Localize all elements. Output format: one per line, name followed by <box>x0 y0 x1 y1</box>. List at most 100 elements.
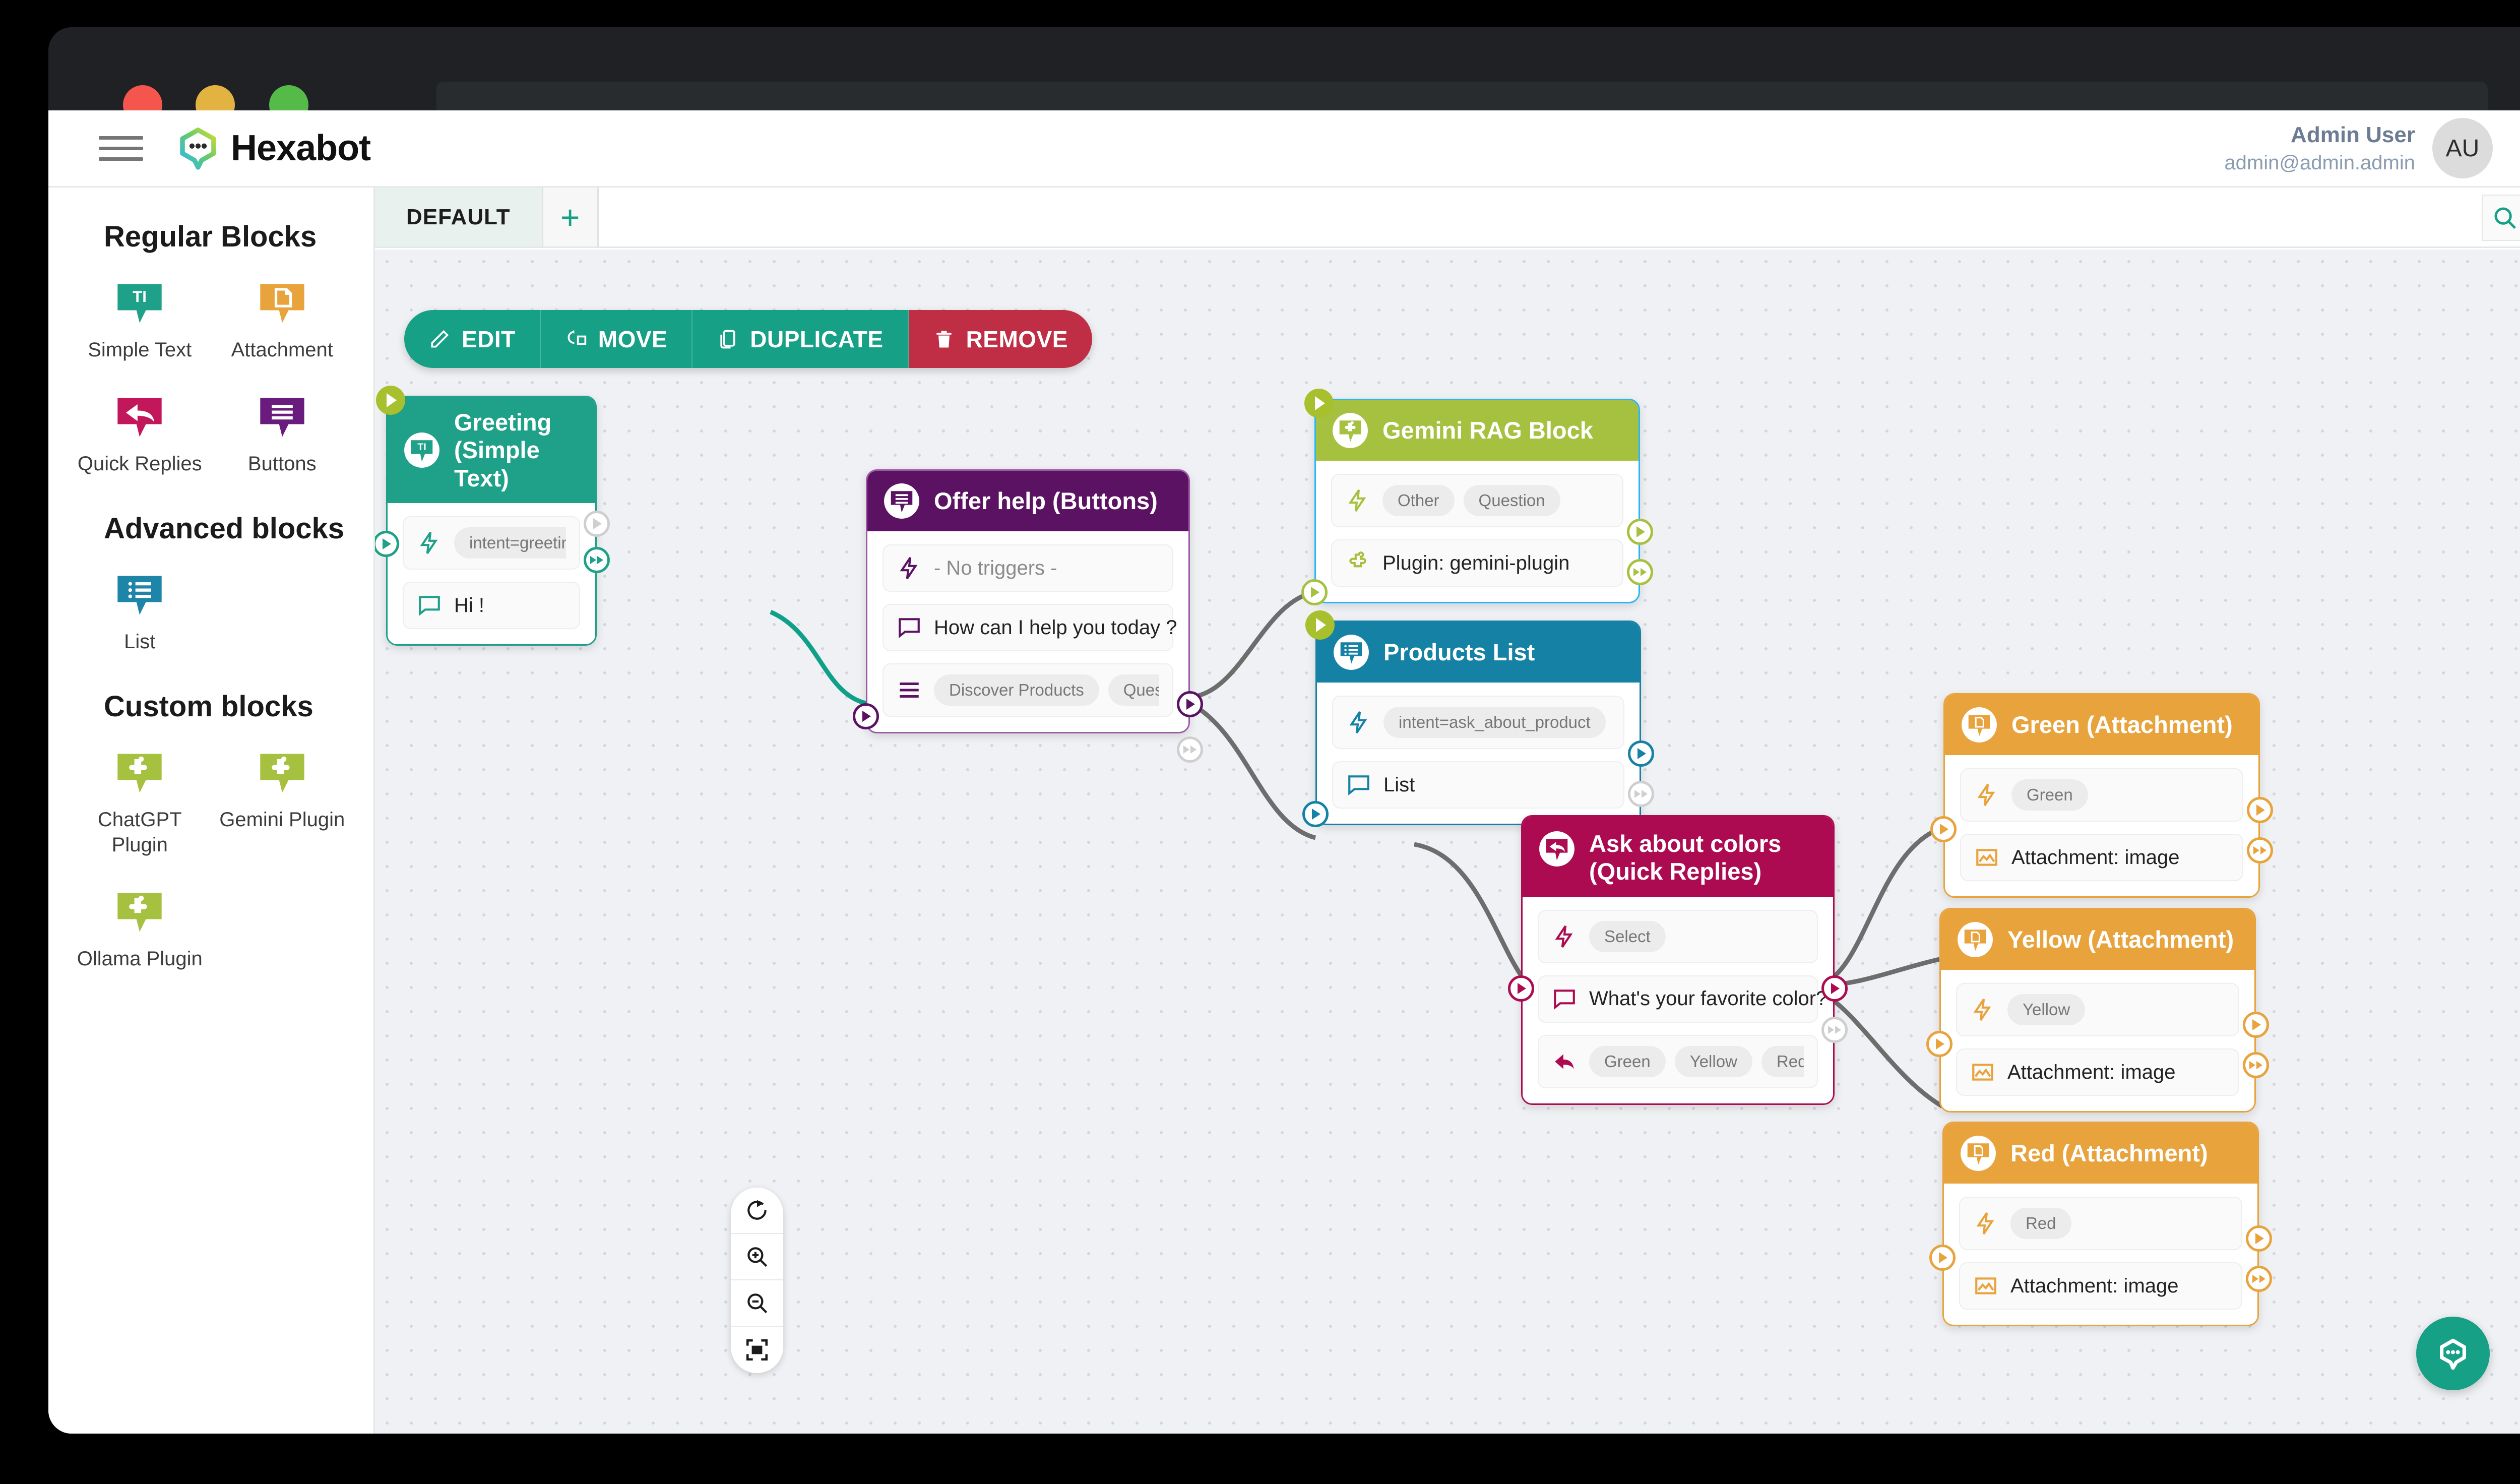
pencil-icon <box>431 330 449 347</box>
remove-button-label: REMOVE <box>966 326 1068 352</box>
message-text: List <box>1383 773 1415 796</box>
sidebar-item-label: List <box>124 631 156 653</box>
block-offer-help[interactable]: Offer help (Buttons) - No triggers - How… <box>853 469 1203 763</box>
output-port-next[interactable] <box>2243 1052 2269 1078</box>
user-email: admin@admin.admin <box>2224 151 2415 174</box>
message-row[interactable]: List <box>1332 761 1624 809</box>
sidebar-item-quick-replies[interactable]: Quick Replies <box>69 378 211 491</box>
zoom-in-icon <box>747 1247 768 1267</box>
sidebar-item-list[interactable]: List <box>69 555 211 669</box>
block-ask-about-colors[interactable]: Ask about colors (Quick Replies) Select … <box>1508 815 1848 1105</box>
buttons-row[interactable]: Discover Products Question Oth <box>883 663 1173 717</box>
reply-arrow-icon <box>1555 1054 1574 1069</box>
output-port-next[interactable] <box>2247 837 2273 863</box>
output-port[interactable] <box>2247 797 2273 823</box>
start-port[interactable] <box>376 386 405 415</box>
triggers-row[interactable]: Green <box>1960 768 2243 822</box>
move-button[interactable]: MOVE <box>540 310 693 368</box>
output-port[interactable] <box>1627 519 1653 545</box>
blocks-sidebar: Regular Blocks TI Simple Text Attachme <box>48 188 375 1434</box>
edit-button[interactable]: EDIT <box>404 310 541 368</box>
message-row[interactable]: Attachment: image <box>1960 834 2243 881</box>
message-row[interactable]: Plugin: gemini-plugin <box>1331 539 1623 587</box>
output-port-next[interactable] <box>1821 1017 1848 1043</box>
attachment-icon <box>1958 922 1993 957</box>
message-row[interactable]: How can I help you today ? <box>883 604 1177 651</box>
output-port-next[interactable] <box>584 547 610 573</box>
triggers-row[interactable]: intent=greetings_hello <box>403 516 580 570</box>
triggers-row[interactable]: Yellow <box>1956 983 2239 1036</box>
zoom-out-button[interactable] <box>731 1280 783 1327</box>
user-name: Admin User <box>2291 122 2415 148</box>
message-row[interactable]: What's your favorite color? <box>1538 975 1827 1023</box>
reset-view-button[interactable] <box>731 1188 783 1234</box>
output-port[interactable] <box>2243 1012 2269 1038</box>
user-menu[interactable]: Admin User admin@admin.admin AU <box>2224 118 2493 178</box>
triggers-row[interactable]: Other Question <box>1331 474 1623 527</box>
zoom-in-button[interactable] <box>731 1234 783 1280</box>
input-port[interactable] <box>1508 975 1534 1002</box>
sidebar-item-attachment[interactable]: Attachment <box>211 264 354 378</box>
output-port-next[interactable] <box>2246 1266 2272 1292</box>
output-port[interactable] <box>2246 1225 2272 1252</box>
block-products-list[interactable]: Products List intent=ask_about_product D… <box>1302 610 1654 827</box>
block-title: Products List <box>1383 639 1535 666</box>
sidebar-item-chatgpt-plugin[interactable]: ChatGPT Plugin <box>69 733 211 873</box>
output-port-next[interactable] <box>1628 781 1654 807</box>
block-action-toolbar: EDIT MOVE DUPLICATE <box>404 310 1092 368</box>
sidebar-item-gemini-plugin[interactable]: Gemini Plugin <box>211 733 354 873</box>
block-gemini-rag[interactable]: Gemini RAG Block Other Question <box>1301 389 1653 605</box>
sidebar-item-ollama-plugin[interactable]: Ollama Plugin <box>69 873 211 986</box>
chat-launcher-button[interactable] <box>2416 1317 2490 1390</box>
quick-reply-chip: Red <box>1761 1045 1804 1077</box>
hamburger-icon[interactable] <box>99 126 143 170</box>
triggers-row[interactable]: Select <box>1538 909 1818 963</box>
tab-default[interactable]: DEFAULT <box>375 188 543 246</box>
output-port-next[interactable] <box>1177 736 1203 763</box>
flow-canvas[interactable]: EDIT MOVE DUPLICATE <box>375 250 2520 1434</box>
block-greeting[interactable]: TI Greeting (Simple Text) intent=greetin… <box>375 386 610 646</box>
remove-button[interactable]: REMOVE <box>908 310 1092 368</box>
add-flow-tab-button[interactable]: + <box>543 188 599 246</box>
quick-reply-chip: Green <box>1589 1045 1666 1077</box>
block-yellow-attachment[interactable]: Yellow (Attachment) Yellow Attachment: i… <box>1926 908 2269 1112</box>
input-port[interactable] <box>1929 1245 1956 1271</box>
start-port[interactable] <box>1304 389 1334 418</box>
sidebar-item-simple-text[interactable]: TI Simple Text <box>69 264 211 378</box>
trigger-chip: Yellow <box>2007 994 2086 1025</box>
no-triggers-label: - No triggers - <box>934 556 1057 579</box>
input-port[interactable] <box>1301 579 1328 605</box>
start-port[interactable] <box>1305 610 1335 640</box>
search-icon[interactable] <box>2482 195 2520 241</box>
trigger-bolt-icon <box>420 532 438 554</box>
trigger-bolt-icon <box>1349 711 1367 733</box>
output-port-next[interactable] <box>1627 559 1653 585</box>
sidebar-item-buttons[interactable]: Buttons <box>211 378 354 491</box>
block-green-attachment[interactable]: Green (Attachment) Green Attachment: ima… <box>1930 693 2273 898</box>
quick-replies-row[interactable]: Green Yellow Red <box>1538 1034 1818 1088</box>
input-port[interactable] <box>375 531 399 557</box>
output-port[interactable] <box>1628 740 1654 767</box>
fit-to-screen-button[interactable] <box>731 1327 783 1373</box>
trigger-chip: Question <box>1463 485 1560 516</box>
input-port[interactable] <box>1930 816 1957 842</box>
svg-text:TI: TI <box>417 442 426 453</box>
input-port[interactable] <box>853 703 879 729</box>
message-row[interactable]: Attachment: image <box>1959 1262 2242 1310</box>
message-text: Attachment: image <box>2007 1061 2176 1083</box>
input-port[interactable] <box>1302 801 1329 827</box>
input-port[interactable] <box>1926 1031 1952 1057</box>
output-port[interactable] <box>1821 975 1848 1002</box>
duplicate-button[interactable]: DUPLICATE <box>692 310 909 368</box>
output-port[interactable] <box>584 511 610 537</box>
output-port[interactable] <box>1177 691 1203 717</box>
message-row[interactable]: Hi ! <box>403 582 580 630</box>
triggers-row[interactable]: Red <box>1959 1197 2242 1250</box>
edge-ask-colors-to-green <box>1818 825 1944 988</box>
block-red-attachment[interactable]: Red (Attachment) Red Attachment: image <box>1929 1122 2272 1326</box>
trigger-chip: Select <box>1589 920 1666 952</box>
message-row[interactable]: Attachment: image <box>1956 1048 2239 1096</box>
triggers-row[interactable]: intent=ask_about_product Discover Pr <box>1332 696 1624 749</box>
triggers-row[interactable]: - No triggers - <box>883 544 1173 592</box>
avatar[interactable]: AU <box>2432 118 2493 178</box>
